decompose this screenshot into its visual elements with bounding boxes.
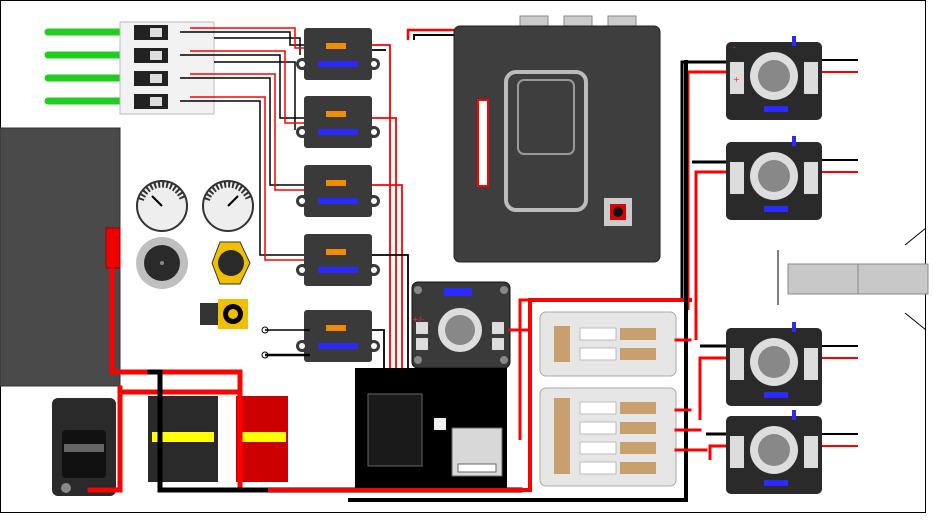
amp-module-4 [726, 410, 822, 494]
relay-2 [296, 96, 380, 148]
analog-gauge-icon [136, 180, 310, 359]
center-amp: +/- [411, 281, 511, 369]
relay-module-icon [296, 28, 380, 362]
hex-nut-switch[interactable] [211, 241, 251, 285]
battery-body [0, 127, 121, 387]
relay-1 [296, 28, 380, 80]
relay-3 [296, 165, 380, 217]
circuit-breaker-icon[interactable] [52, 398, 116, 496]
terminal-mark-plus-minus: +/- [412, 315, 424, 324]
fuse-block-icon [539, 311, 677, 487]
gauge-2 [202, 180, 254, 232]
relay-output-wires [372, 28, 500, 380]
amp-module-2 [726, 136, 822, 220]
head-unit-icon [453, 15, 661, 263]
fuse-block-1 [539, 311, 677, 377]
head-unit-knob[interactable] [604, 198, 632, 226]
relay-4 [296, 234, 380, 286]
relay-5 [296, 310, 380, 362]
gauge-1 [136, 180, 188, 232]
distribution-box [355, 368, 507, 488]
buzzer [136, 237, 188, 289]
fuse-block-2 [539, 387, 677, 487]
terminal-mark-minus: - [733, 43, 736, 52]
battery-fuse-holder [105, 227, 121, 269]
main-power-wires [87, 60, 708, 502]
amp-module-icon: - + [726, 36, 822, 494]
push-button[interactable] [200, 299, 248, 329]
switch-power-wires [190, 27, 312, 261]
amp-module-3 [726, 322, 822, 406]
terminal-mark-plus: + [733, 75, 740, 84]
bus-bar-icon [148, 396, 288, 482]
battery [0, 127, 121, 387]
speaker-wires [822, 59, 858, 447]
switch-signal-wires [180, 31, 312, 256]
side-panel-outline [777, 227, 929, 331]
led-switch-panel [119, 21, 215, 115]
power-bus-bar [236, 396, 288, 482]
amp-module-1 [726, 36, 822, 120]
led-wires [44, 28, 124, 105]
